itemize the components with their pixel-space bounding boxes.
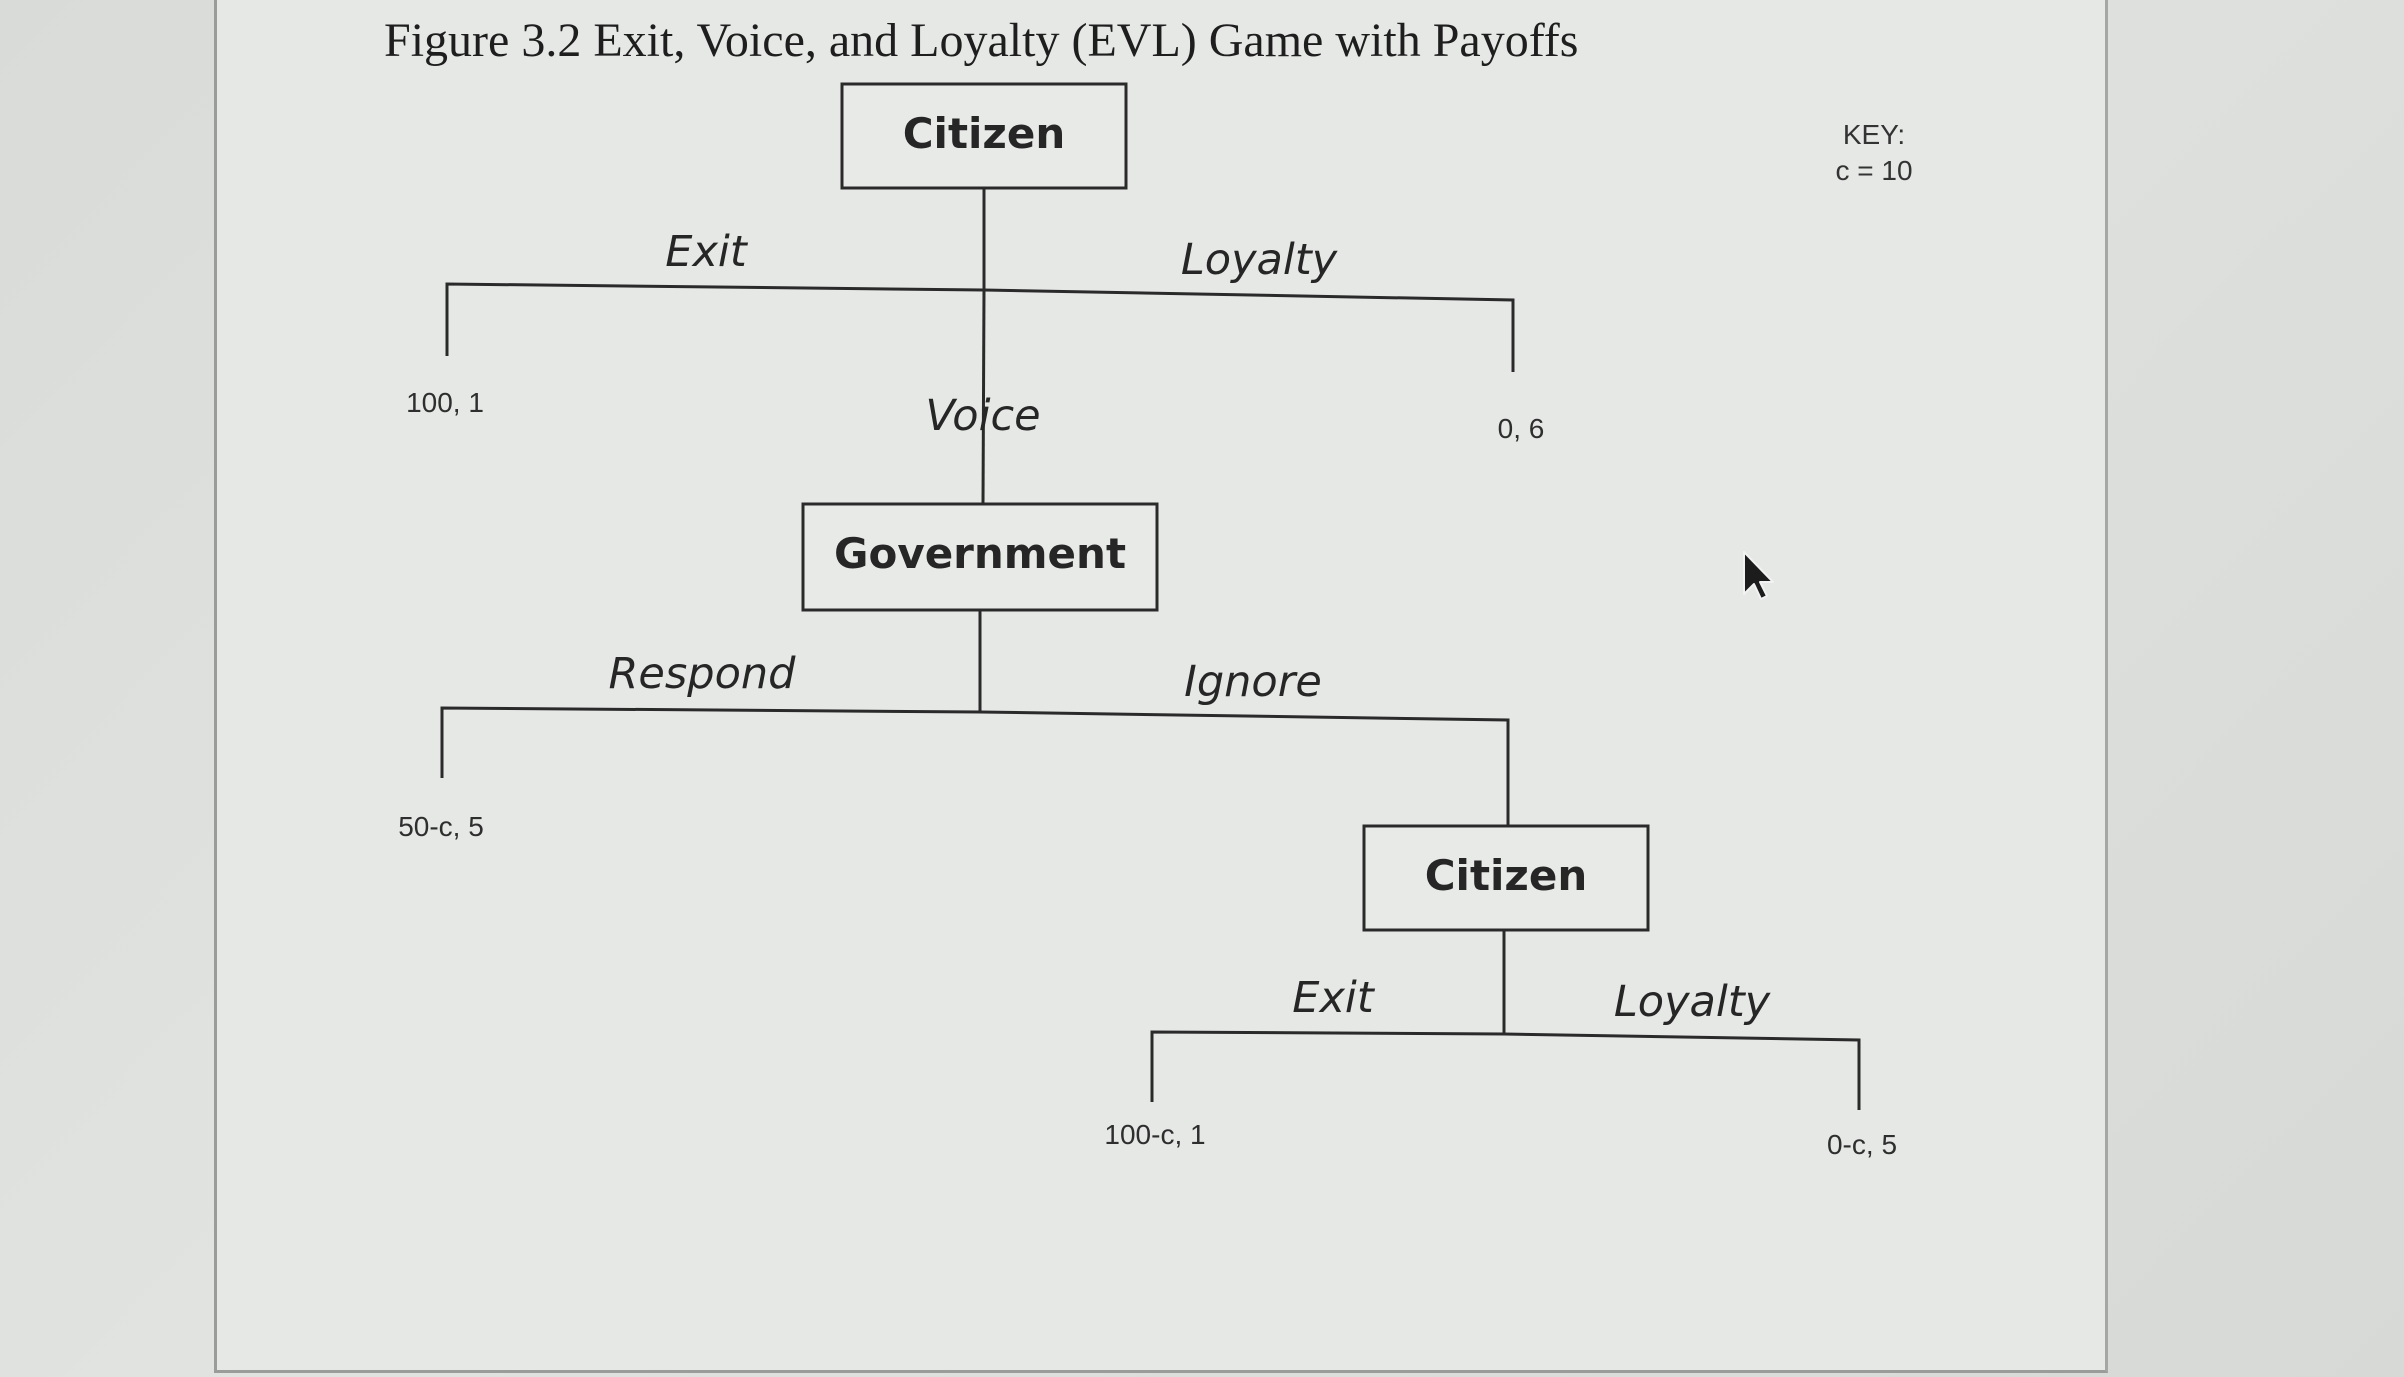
branch-voice <box>981 289 986 505</box>
mouse-pointer-icon <box>1743 551 1774 600</box>
key-heading: KEY: <box>1843 119 1905 150</box>
key-definition: c = 10 <box>1835 155 1912 186</box>
branch-exit-1 <box>445 282 985 356</box>
node-government-label: Government <box>834 529 1126 578</box>
figure-title: Figure 3.2 Exit, Voice, and Loyalty (EVL… <box>384 14 1578 67</box>
edge-label-exit-2: Exit <box>1292 973 1376 1023</box>
node-citizen-top-label: Citizen <box>903 109 1066 158</box>
payoff-loyalty-2: 0-c, 5 <box>1827 1129 1897 1160</box>
payoff-exit-2: 100-c, 1 <box>1104 1119 1205 1150</box>
edge-label-respond: Respond <box>609 649 797 699</box>
figure-page <box>214 0 2108 1373</box>
payoff-loyalty-1: 0, 6 <box>1498 413 1545 444</box>
node-government: Government <box>801 502 1159 612</box>
edge-label-exit-1: Exit <box>665 227 749 277</box>
node-citizen-bottom-label: Citizen <box>1425 851 1588 900</box>
edge-label-voice: Voice <box>925 391 1040 441</box>
branch-respond <box>440 706 981 778</box>
payoff-respond: 50-c, 5 <box>398 811 484 842</box>
edge-label-loyalty-1: Loyalty <box>1181 235 1338 285</box>
branch-loyalty-1 <box>983 288 1515 372</box>
branch-ignore <box>979 710 1510 828</box>
edge-label-ignore: Ignore <box>1184 657 1322 707</box>
branch-exit-2 <box>1150 1030 1505 1102</box>
node-citizen-bottom: Citizen <box>1362 824 1650 932</box>
branch-loyalty-2 <box>1503 1032 1861 1110</box>
edge-label-loyalty-2: Loyalty <box>1614 977 1771 1027</box>
payoff-exit-1: 100, 1 <box>406 387 484 418</box>
node-citizen-top: Citizen <box>840 82 1128 190</box>
